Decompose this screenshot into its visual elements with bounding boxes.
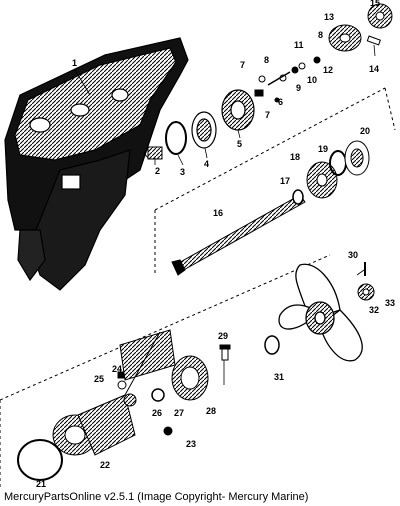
callout-31: 31 <box>274 372 284 382</box>
callout-14: 14 <box>369 64 379 74</box>
callout-12: 12 <box>323 65 333 75</box>
leader-lines <box>74 44 376 385</box>
reverse-bearing <box>344 140 370 176</box>
propeller <box>278 263 363 362</box>
exploded-parts-diagram: 1 2 3 4 5 6 7 7 8 8 9 10 11 12 13 14 15 … <box>0 0 396 488</box>
callout-8a: 8 <box>264 55 269 65</box>
callout-24: 24 <box>112 364 122 374</box>
callout-2: 2 <box>155 166 160 176</box>
callout-20: 20 <box>360 126 370 136</box>
propeller-shaft <box>171 194 306 276</box>
inset-detail <box>119 329 176 396</box>
small-hardware <box>254 56 321 103</box>
callout-8b: 8 <box>318 30 323 40</box>
callout-13: 13 <box>324 12 334 22</box>
reverse-gear <box>306 161 338 199</box>
callout-4: 4 <box>204 159 209 169</box>
copyright-caption: MercuryPartsOnline v2.5.1 (Image Copyrig… <box>4 491 309 503</box>
callout-6: 6 <box>278 97 283 107</box>
callout-28: 28 <box>206 406 216 416</box>
thrust-washer <box>292 189 304 205</box>
callout-3: 3 <box>180 167 185 177</box>
bearing-carrier <box>221 89 255 131</box>
dashed-boundary-lines <box>0 87 396 488</box>
pinion-gear <box>367 3 393 29</box>
ring <box>329 150 347 176</box>
callout-labels: 1 2 3 4 5 6 7 7 8 8 9 10 11 12 13 14 15 … <box>36 0 395 488</box>
callout-15: 15 <box>370 0 380 8</box>
callout-7a: 7 <box>240 60 245 70</box>
large-o-ring <box>17 439 63 481</box>
retainer-hardware <box>117 371 165 407</box>
gear-housing <box>4 37 189 291</box>
callout-1: 1 <box>72 58 77 68</box>
bearing-race <box>191 111 217 149</box>
callout-23: 23 <box>186 439 196 449</box>
callout-19: 19 <box>318 144 328 154</box>
callout-11: 11 <box>294 40 304 50</box>
callout-22: 22 <box>100 460 110 470</box>
callout-9: 9 <box>296 83 301 93</box>
tab-washer <box>171 355 209 401</box>
callout-25: 25 <box>94 374 104 384</box>
callout-7b: 7 <box>265 110 270 120</box>
thrust-hub <box>264 335 280 355</box>
o-ring <box>165 121 187 155</box>
callout-17: 17 <box>280 176 290 186</box>
callout-29: 29 <box>218 331 228 341</box>
callout-18: 18 <box>290 152 300 162</box>
callout-33: 33 <box>385 298 395 308</box>
callout-5: 5 <box>237 139 242 149</box>
callout-26: 26 <box>152 408 162 418</box>
bolt <box>219 344 231 361</box>
prop-nut <box>357 283 375 301</box>
callout-27: 27 <box>174 408 184 418</box>
callout-21: 21 <box>36 479 46 488</box>
callout-16: 16 <box>213 208 223 218</box>
callout-10: 10 <box>307 75 317 85</box>
callout-30: 30 <box>348 250 358 260</box>
carrier-assembly <box>52 394 136 456</box>
screw <box>163 426 173 436</box>
pin <box>366 35 381 46</box>
callout-32: 32 <box>369 305 379 315</box>
drive-gear <box>328 24 362 52</box>
